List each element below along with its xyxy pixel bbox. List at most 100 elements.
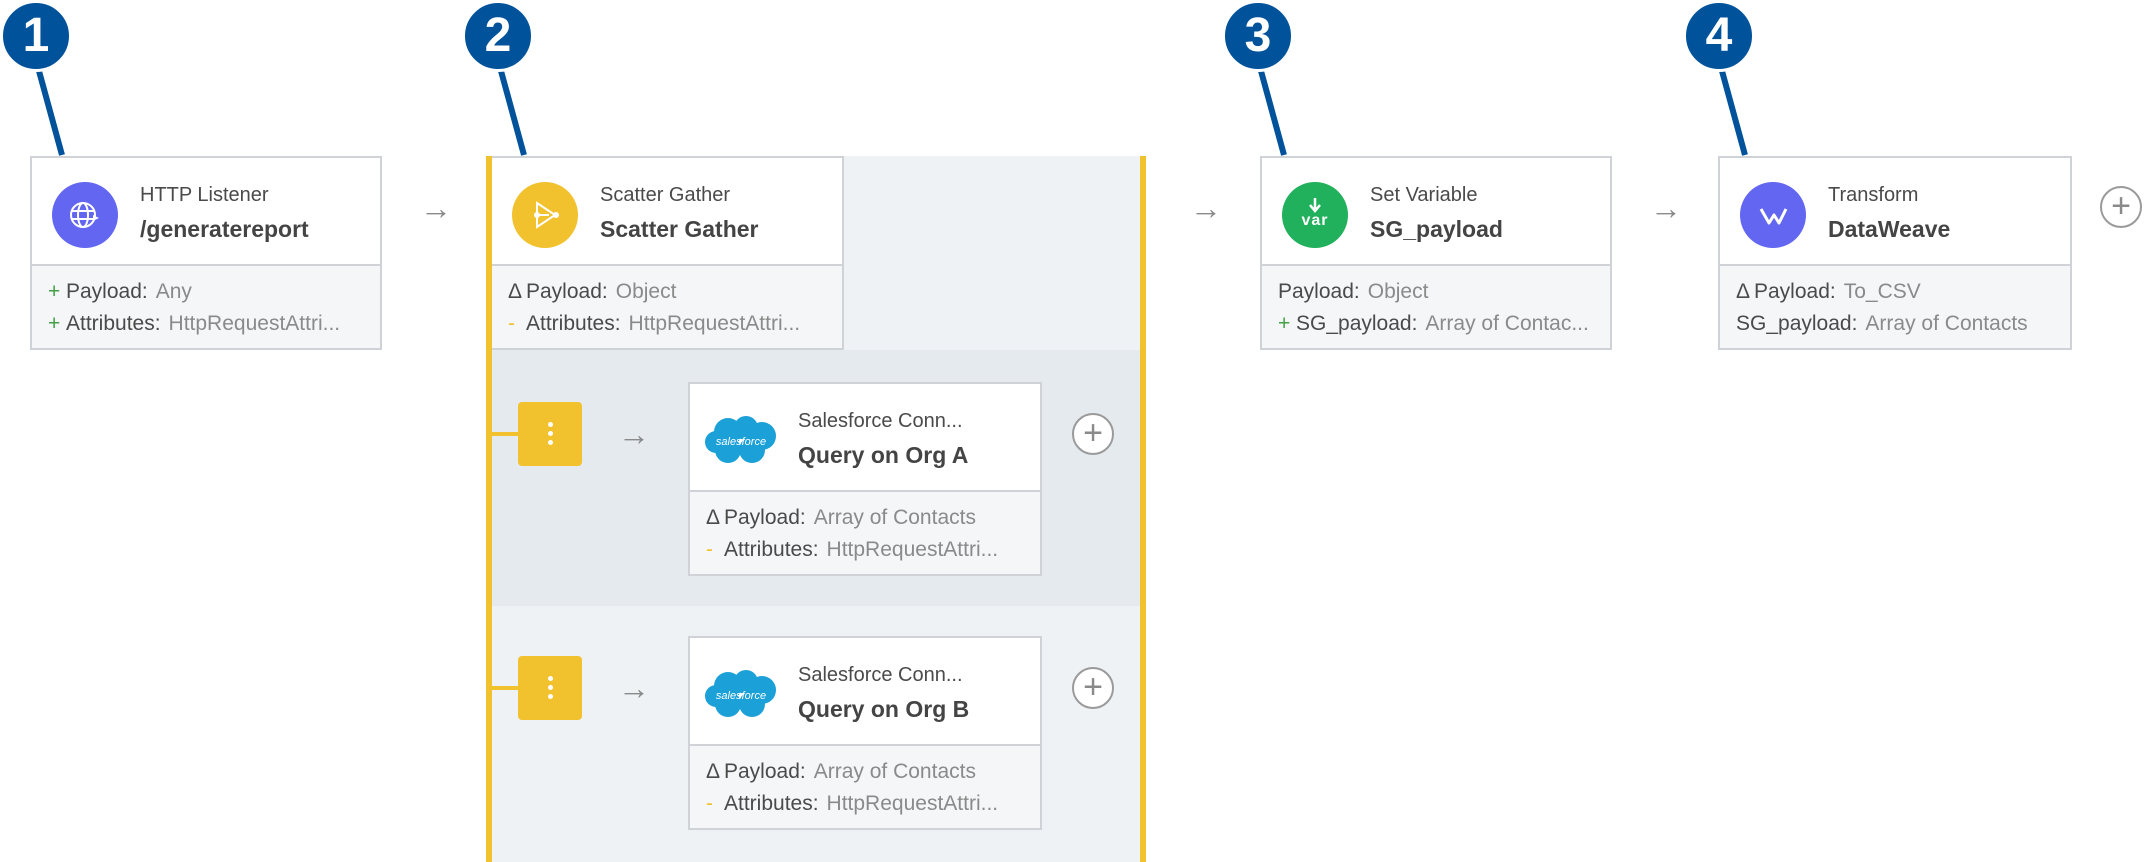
metadata-key: Payload: xyxy=(724,506,806,529)
set-variable-icon: var xyxy=(1282,182,1348,248)
component-title: SG_payload xyxy=(1370,216,1503,242)
metadata-value: Any xyxy=(155,280,192,303)
removed-mark: - xyxy=(706,792,713,815)
route-1-handle[interactable] xyxy=(518,402,582,466)
component-title: DataWeave xyxy=(1828,216,1951,242)
changed-mark: Δ xyxy=(706,506,721,529)
metadata-value: Array of Contacts xyxy=(1865,312,2028,335)
component-kind: HTTP Listener xyxy=(140,184,269,206)
metadata-value: To_CSV xyxy=(1843,280,1921,303)
scatter-gather-icon xyxy=(512,182,578,248)
component-kind: Salesforce Conn... xyxy=(798,664,963,686)
flow-arrow: → xyxy=(618,416,650,452)
more-options-icon xyxy=(548,422,553,446)
metadata-key: Attributes: xyxy=(526,312,621,335)
component-title: Scatter Gather xyxy=(600,216,759,242)
component-title: Query on Org A xyxy=(798,442,969,468)
changed-mark: Δ xyxy=(706,760,721,783)
metadata-key: Payload: xyxy=(526,280,608,303)
metadata-value: Array of Contacts xyxy=(813,760,976,783)
callout-4-badge: 4 xyxy=(1683,0,1755,72)
route-2-connector xyxy=(492,686,518,690)
http-listener-card[interactable]: HTTP Listener /generatereport +Payload: A… xyxy=(30,156,382,350)
route-2-handle[interactable] xyxy=(518,656,582,720)
flow-arrow: → xyxy=(420,190,452,226)
scatter-gather-left-bar xyxy=(486,156,492,862)
metadata-row: Payload: Object xyxy=(1278,280,1428,304)
metadata-key: Payload: xyxy=(1278,280,1360,303)
metadata-value: Array of Contac... xyxy=(1425,312,1589,335)
flow-arrow: → xyxy=(1190,190,1222,226)
callout-2-leader xyxy=(495,59,527,156)
salesforce-icon: salesforce xyxy=(704,414,778,466)
add-component-button[interactable]: + xyxy=(1072,413,1114,455)
callout-1-badge: 1 xyxy=(0,0,72,72)
metadata-row: -Attributes: HttpRequestAttri... xyxy=(706,538,998,562)
callout-1-leader xyxy=(33,59,65,156)
metadata-row: +SG_payload: Array of Contac... xyxy=(1278,312,1589,336)
metadata-key: Payload: xyxy=(66,280,148,303)
metadata-key: Payload: xyxy=(724,760,806,783)
salesforce-logo-text: salesforce xyxy=(716,690,766,702)
more-options-icon xyxy=(548,676,553,700)
set-variable-card[interactable]: var Set Variable SG_payload Payload: Obje… xyxy=(1260,156,1612,350)
metadata-row: SG_payload: Array of Contacts xyxy=(1736,312,2028,336)
metadata-row: -Attributes: HttpRequestAttri... xyxy=(706,792,998,816)
metadata-panel: +Payload: Any +Attributes: HttpRequestAttr… xyxy=(32,264,380,348)
component-kind: Set Variable xyxy=(1370,184,1478,206)
metadata-row: -Attributes:HttpRequestAttri... xyxy=(508,312,800,336)
salesforce-logo-text: salesforce xyxy=(716,436,766,448)
metadata-value: HttpRequestAttri... xyxy=(826,538,999,561)
add-component-button[interactable]: + xyxy=(2100,186,2142,228)
metadata-row: +Attributes: HttpRequestAttri... xyxy=(48,312,340,336)
metadata-key: SG_payload: xyxy=(1296,312,1418,335)
metadata-key: SG_payload: xyxy=(1736,312,1858,335)
component-kind: Transform xyxy=(1828,184,1919,206)
metadata-value: Object xyxy=(1367,280,1429,303)
metadata-row: +Payload: Any xyxy=(48,280,192,304)
changed-mark: Δ xyxy=(1736,280,1751,303)
metadata-value: HttpRequestAttri... xyxy=(628,312,801,335)
metadata-key: Payload: xyxy=(1754,280,1836,303)
metadata-panel: Payload: Object +SG_payload: Array of Cont… xyxy=(1262,264,1610,348)
salesforce-query-org-b-card[interactable]: salesforce Salesforce Conn... Query on O… xyxy=(688,636,1042,830)
removed-mark: - xyxy=(706,538,713,561)
component-title: /generatereport xyxy=(140,216,309,242)
route-1-connector xyxy=(492,432,518,436)
salesforce-query-org-a-card[interactable]: salesforce Salesforce Conn... Query on O… xyxy=(688,382,1042,576)
add-component-button[interactable]: + xyxy=(1072,667,1114,709)
component-kind: Scatter Gather xyxy=(600,184,731,206)
metadata-value: HttpRequestAttri... xyxy=(168,312,341,335)
metadata-value: HttpRequestAttri... xyxy=(826,792,999,815)
callout-3-badge: 3 xyxy=(1222,0,1294,72)
callout-2-badge: 2 xyxy=(462,0,534,72)
metadata-key: Attributes: xyxy=(724,538,819,561)
added-mark: + xyxy=(48,280,61,303)
metadata-key: Attributes: xyxy=(724,792,819,815)
metadata-value: Object xyxy=(615,280,677,303)
globe-icon xyxy=(52,182,118,248)
component-kind: Salesforce Conn... xyxy=(798,410,963,432)
metadata-value: Array of Contacts xyxy=(813,506,976,529)
changed-mark: Δ xyxy=(508,280,523,303)
added-mark: + xyxy=(1278,312,1291,335)
flow-arrow: → xyxy=(618,670,650,706)
callout-3-leader xyxy=(1255,59,1287,156)
scatter-gather-right-bar xyxy=(1140,156,1146,862)
set-variable-icon-label: var xyxy=(1301,212,1329,229)
component-title: Query on Org B xyxy=(798,696,970,722)
dataweave-icon xyxy=(1740,182,1806,248)
metadata-key: Attributes: xyxy=(66,312,161,335)
salesforce-icon: salesforce xyxy=(704,668,778,720)
added-mark: + xyxy=(48,312,61,335)
